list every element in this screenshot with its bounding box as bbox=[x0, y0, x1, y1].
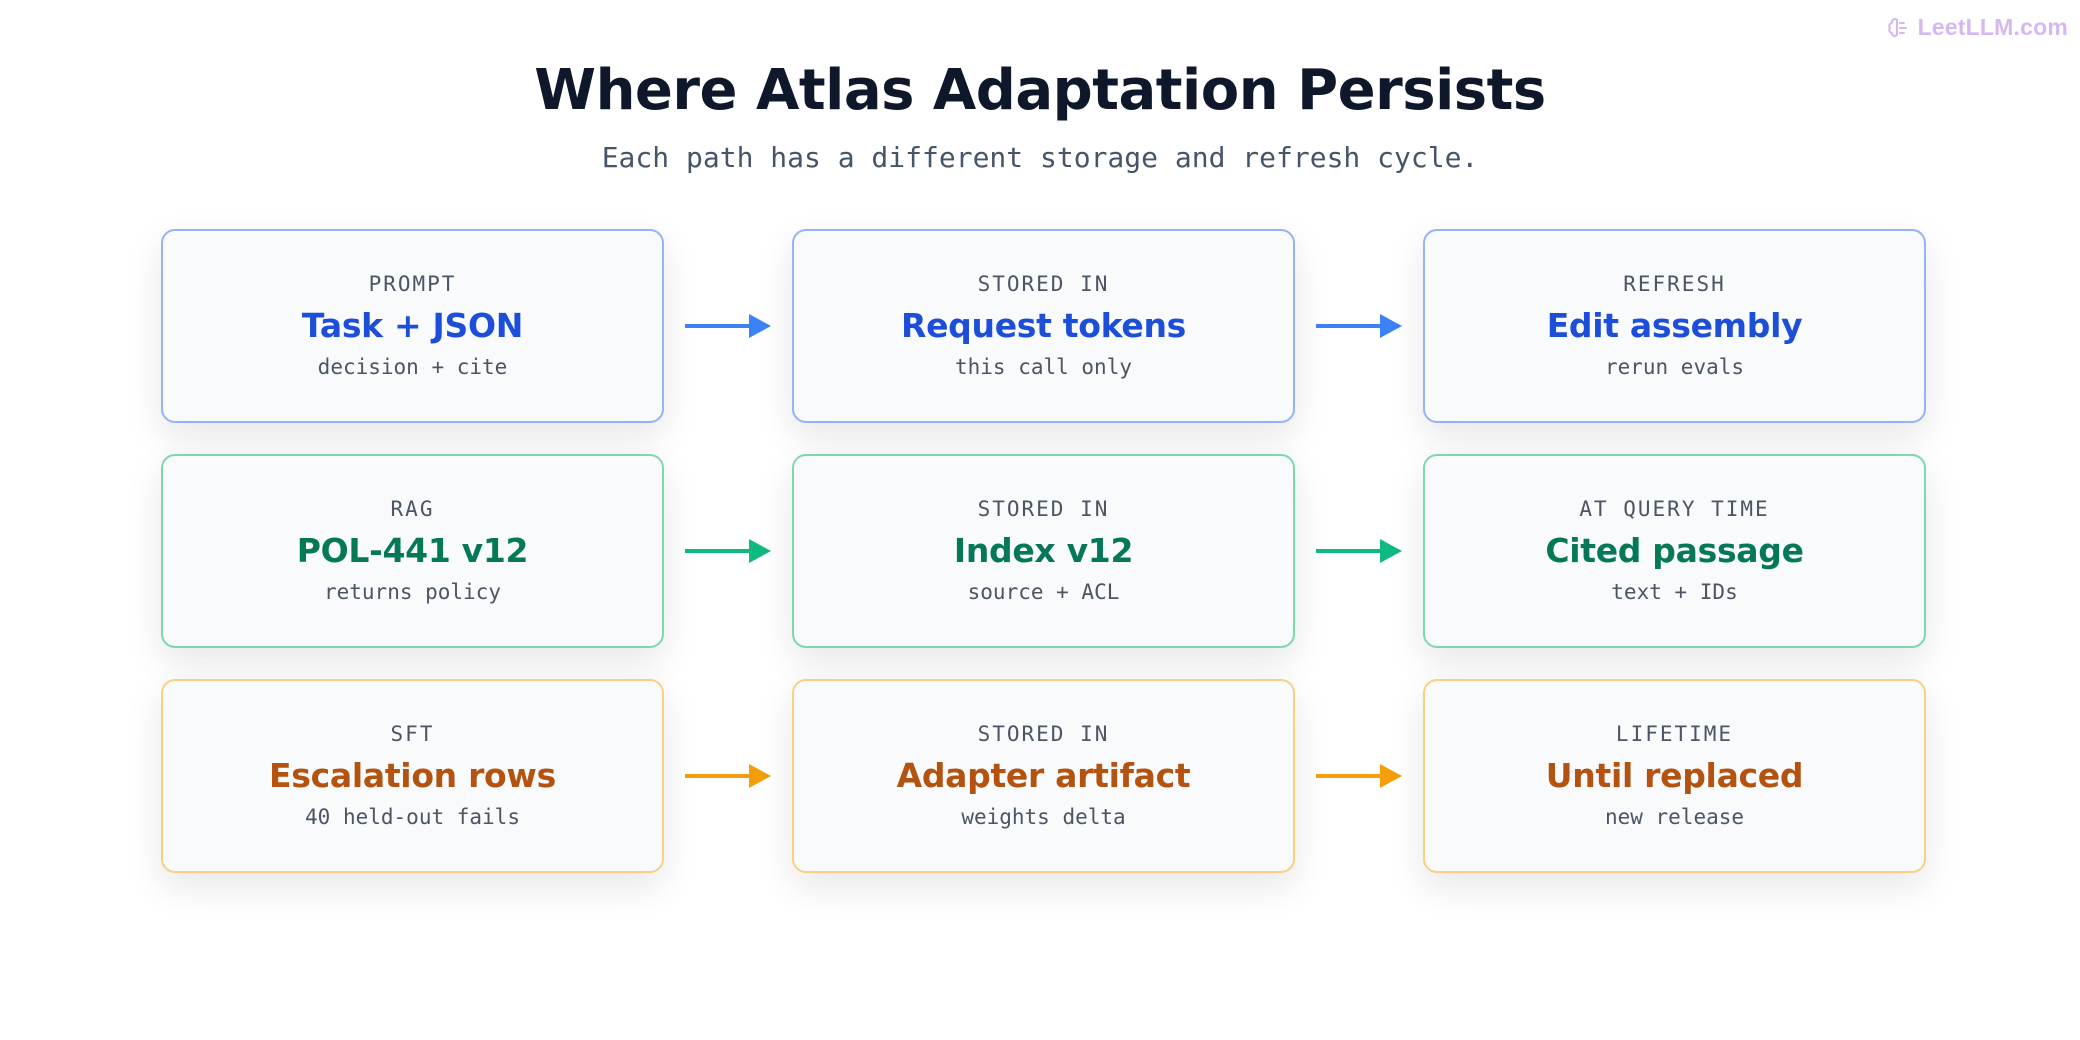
card-headline: Edit assembly bbox=[1546, 306, 1803, 346]
arrow-right-icon bbox=[1295, 762, 1423, 790]
card-kicker: SFT bbox=[390, 722, 435, 747]
card-detail: rerun evals bbox=[1604, 354, 1745, 379]
card-stored-in: STORED IN Adapter artifact weights delta bbox=[792, 679, 1295, 873]
card-detail: new release bbox=[1604, 804, 1745, 829]
flow-row-sft: SFT Escalation rows 40 held-out fails ST… bbox=[161, 678, 1930, 874]
card-kicker: AT QUERY TIME bbox=[1579, 497, 1770, 522]
arrow-right-icon bbox=[1295, 537, 1423, 565]
card-detail: 40 held-out fails bbox=[305, 804, 520, 829]
card-detail: weights delta bbox=[961, 804, 1126, 829]
card-headline: Cited passage bbox=[1545, 531, 1804, 571]
card-headline: POL-441 v12 bbox=[296, 531, 529, 571]
arrow-right-icon bbox=[664, 312, 792, 340]
card-kicker: STORED IN bbox=[977, 497, 1110, 522]
card-detail: this call only bbox=[954, 354, 1132, 379]
card-stored-in: STORED IN Index v12 source + ACL bbox=[792, 454, 1295, 648]
card-kicker: PROMPT bbox=[368, 272, 457, 297]
card-headline: Task + JSON bbox=[301, 306, 524, 346]
card-refresh: REFRESH Edit assembly rerun evals bbox=[1423, 229, 1926, 423]
card-kicker: REFRESH bbox=[1623, 272, 1726, 297]
flow-grid: PROMPT Task + JSON decision + cite STORE… bbox=[161, 228, 1930, 903]
page-subtitle: Each path has a different storage and re… bbox=[601, 141, 1479, 174]
flow-row-rag: RAG POL-441 v12 returns policy STORED IN… bbox=[161, 453, 1930, 649]
card-headline: Adapter artifact bbox=[896, 756, 1191, 796]
page-title: Where Atlas Adaptation Persists bbox=[534, 58, 1546, 123]
card-detail: source + ACL bbox=[967, 579, 1120, 604]
card-at-query-time: AT QUERY TIME Cited passage text + IDs bbox=[1423, 454, 1926, 648]
card-kicker: STORED IN bbox=[977, 272, 1110, 297]
card-sft: SFT Escalation rows 40 held-out fails bbox=[161, 679, 664, 873]
card-rag: RAG POL-441 v12 returns policy bbox=[161, 454, 664, 648]
brand-name: LeetLLM.com bbox=[1917, 14, 2068, 40]
card-detail: returns policy bbox=[323, 579, 501, 604]
card-detail: decision + cite bbox=[317, 354, 508, 379]
flow-row-prompt: PROMPT Task + JSON decision + cite STORE… bbox=[161, 228, 1930, 424]
arrow-right-icon bbox=[664, 762, 792, 790]
arrow-right-icon bbox=[664, 537, 792, 565]
card-headline: Index v12 bbox=[953, 531, 1134, 571]
card-headline: Until replaced bbox=[1545, 756, 1804, 796]
card-headline: Request tokens bbox=[900, 306, 1187, 346]
card-kicker: LIFETIME bbox=[1615, 722, 1734, 747]
brain-icon bbox=[1887, 17, 1907, 37]
card-prompt: PROMPT Task + JSON decision + cite bbox=[161, 229, 664, 423]
card-detail: text + IDs bbox=[1611, 579, 1738, 604]
brand-logo: LeetLLM.com bbox=[1886, 14, 2068, 41]
card-headline: Escalation rows bbox=[269, 756, 556, 796]
card-stored-in: STORED IN Request tokens this call only bbox=[792, 229, 1295, 423]
card-kicker: STORED IN bbox=[977, 722, 1110, 747]
card-kicker: RAG bbox=[390, 497, 435, 522]
arrow-right-icon bbox=[1295, 312, 1423, 340]
card-lifetime: LIFETIME Until replaced new release bbox=[1423, 679, 1926, 873]
